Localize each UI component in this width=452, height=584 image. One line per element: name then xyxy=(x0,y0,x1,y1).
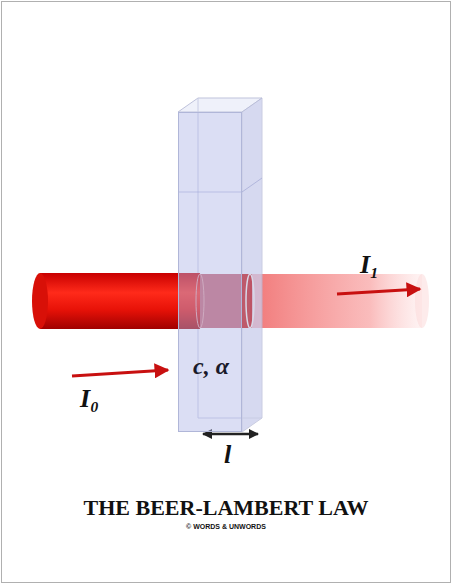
incident-intensity: I₀ xyxy=(80,384,99,414)
incident-arrow xyxy=(72,370,168,376)
path-length: l xyxy=(224,440,231,470)
cuvette xyxy=(178,98,262,432)
diagram-title: THE BEER-LAMBERT LAW xyxy=(0,495,452,521)
cuvette-front: c, α xyxy=(178,112,242,432)
concentration-absorptivity: c, α xyxy=(193,353,229,380)
transmitted-intensity: I₁ xyxy=(360,250,379,280)
copyright-notice: © WORDS & UNWORDS xyxy=(0,523,452,530)
transmitted-beam xyxy=(250,274,429,328)
transmitted-arrow xyxy=(337,289,420,294)
path-length-arrow xyxy=(203,433,258,436)
